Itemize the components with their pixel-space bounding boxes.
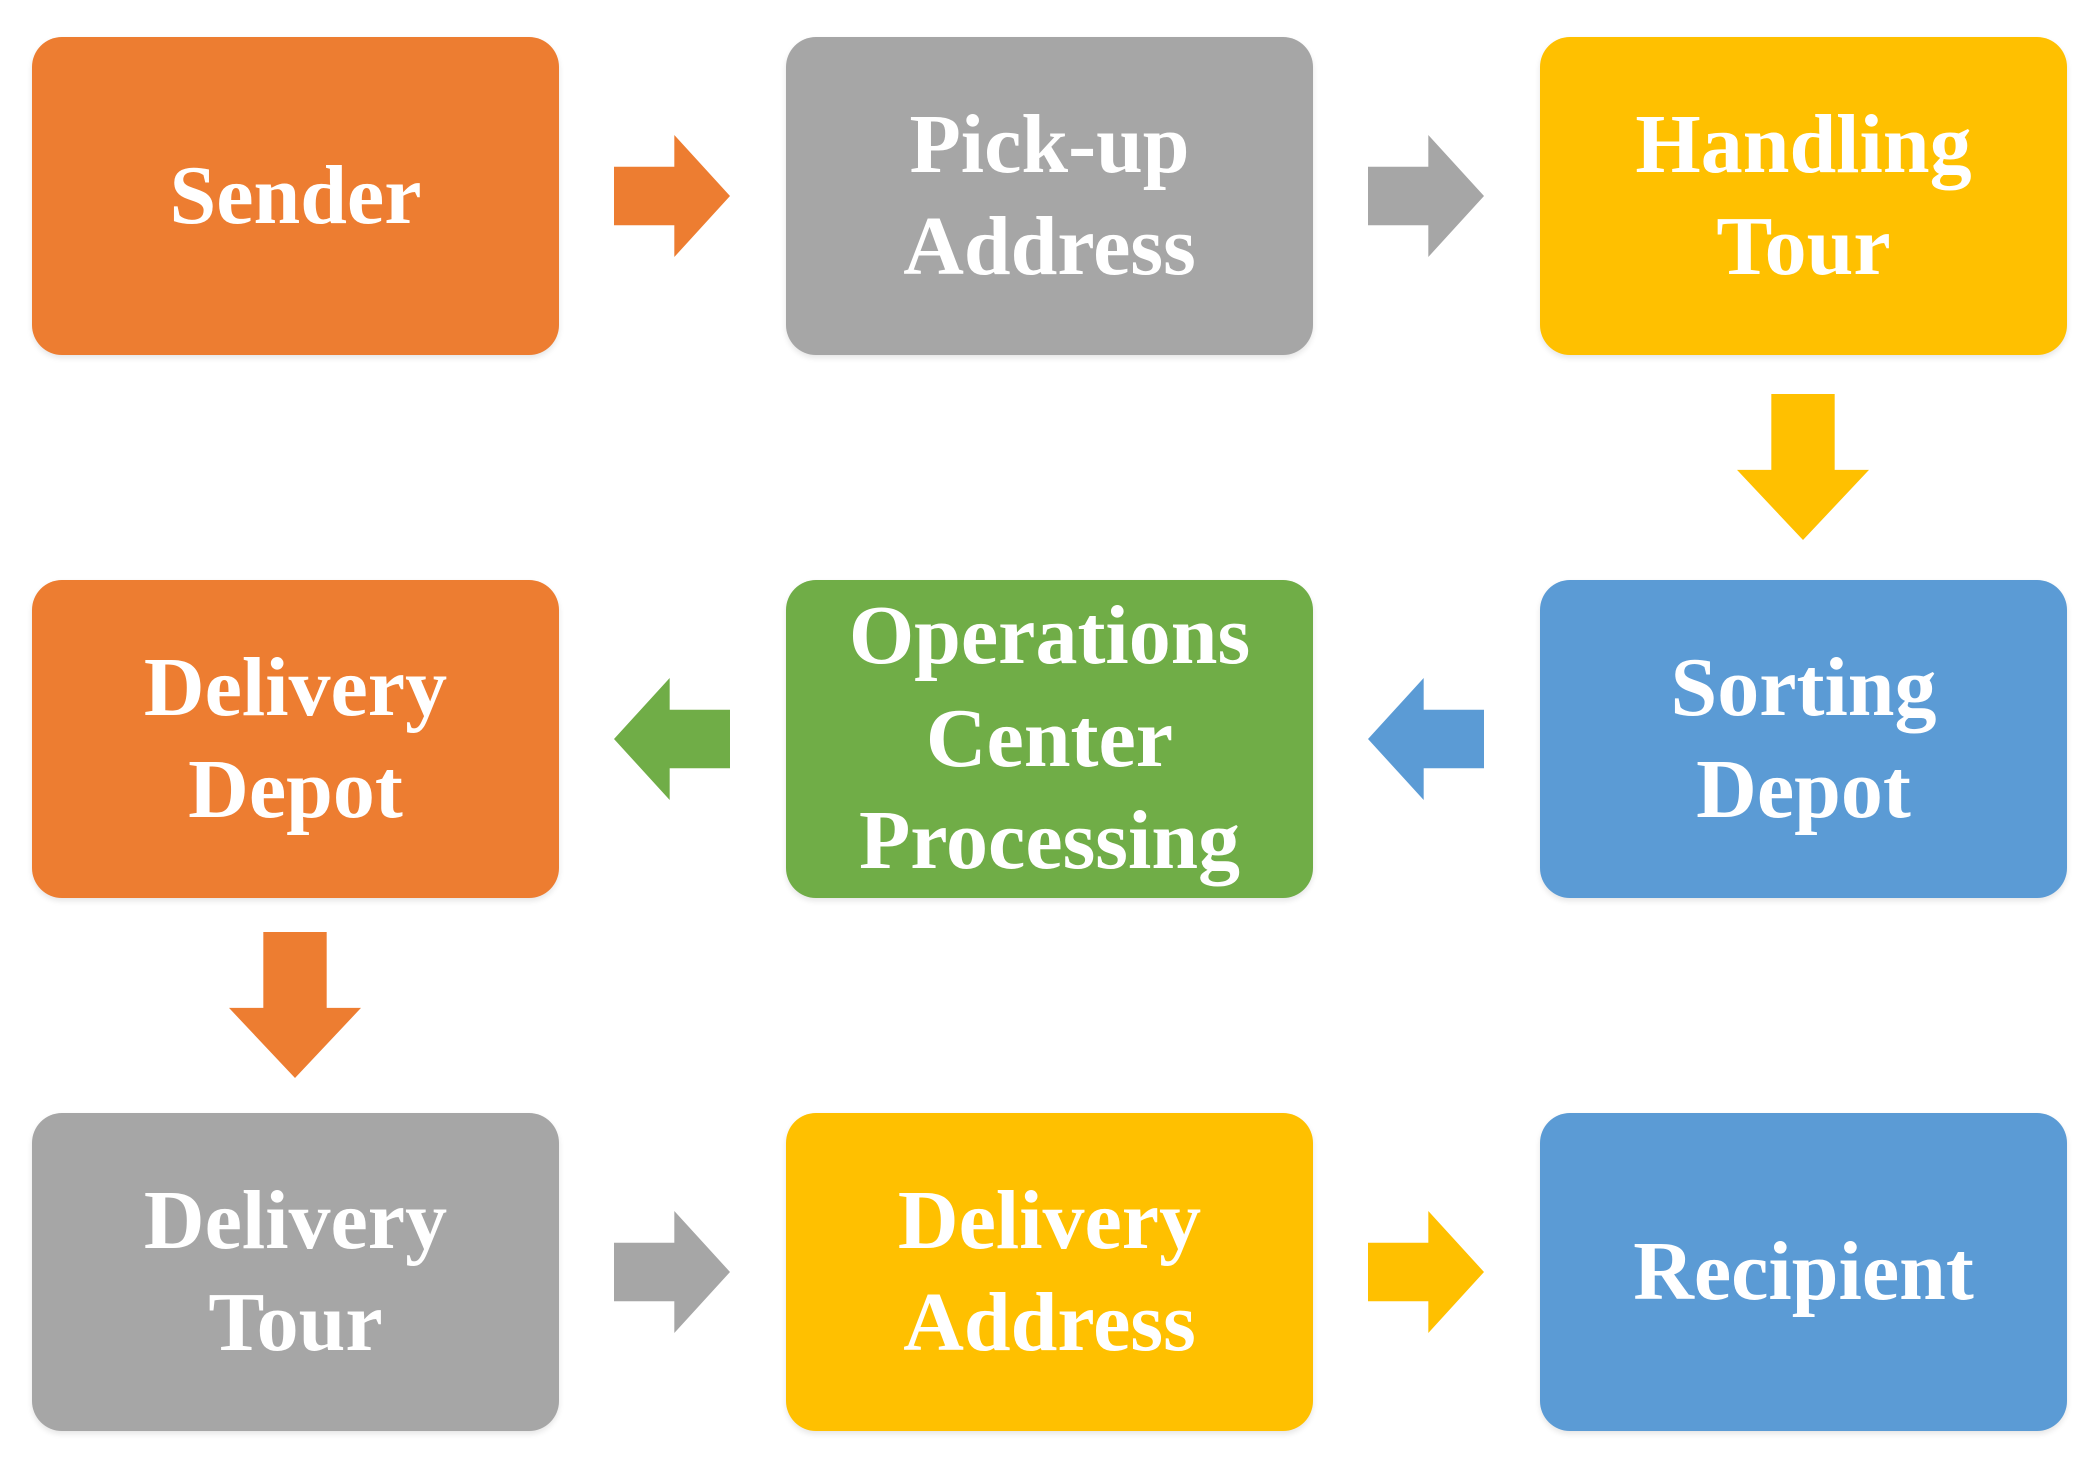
arrow-delivery-address-to-recipient <box>1368 1211 1484 1333</box>
node-delivery-tour-label: Delivery Tour <box>143 1173 448 1369</box>
node-sender: Sender <box>32 37 559 355</box>
arrow-operations-center-to-delivery-depot <box>614 678 730 800</box>
node-delivery-address-label: Delivery Address <box>897 1173 1202 1369</box>
node-pickup-address-label: Pick-up Address <box>903 97 1196 293</box>
arrow-sender-to-pickup-address <box>614 135 730 257</box>
node-operations-center-processing-label: Operations Center Processing <box>848 589 1251 888</box>
arrow-delivery-depot-to-delivery-tour <box>229 932 361 1078</box>
node-recipient: Recipient <box>1540 1113 2067 1431</box>
node-delivery-depot: Delivery Depot <box>32 580 559 898</box>
arrow-sorting-depot-to-operations-center <box>1368 678 1484 800</box>
node-delivery-address: Delivery Address <box>786 1113 1313 1431</box>
node-sorting-depot: Sorting Depot <box>1540 580 2067 898</box>
arrow-delivery-tour-to-delivery-address <box>614 1211 730 1333</box>
node-sender-label: Sender <box>169 148 422 242</box>
node-recipient-label: Recipient <box>1633 1224 1974 1318</box>
node-operations-center-processing: Operations Center Processing <box>786 580 1313 898</box>
node-handling-tour-label: Handling Tour <box>1635 97 1972 293</box>
node-sorting-depot-label: Sorting Depot <box>1670 640 1937 836</box>
arrow-handling-tour-to-sorting-depot <box>1737 394 1869 540</box>
node-pickup-address: Pick-up Address <box>786 37 1313 355</box>
node-delivery-depot-label: Delivery Depot <box>143 640 448 836</box>
node-delivery-tour: Delivery Tour <box>32 1113 559 1431</box>
node-handling-tour: Handling Tour <box>1540 37 2067 355</box>
arrow-pickup-address-to-handling-tour <box>1368 135 1484 257</box>
